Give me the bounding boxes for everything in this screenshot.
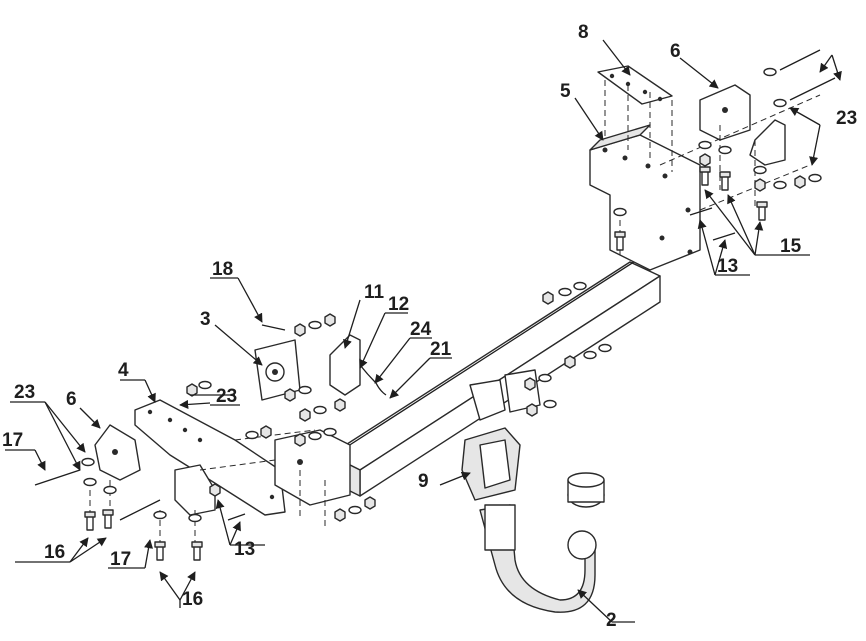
label-18: 18: [212, 259, 233, 280]
label-16-left: 16: [44, 542, 65, 563]
left-bracket-6: [94, 424, 141, 481]
label-6-right: 6: [670, 41, 681, 62]
ball-neck-2: [479, 472, 605, 613]
label-23-mid: 23: [216, 386, 237, 407]
label-6-left: 6: [66, 389, 77, 410]
label-13-left: 13: [234, 539, 255, 560]
left-side-arm: [134, 399, 286, 516]
left-end-plate: [274, 429, 351, 506]
label-12: 12: [388, 294, 409, 315]
label-4: 4: [118, 360, 129, 381]
callout-labels: 2 3 4 5 6 6 8 9 11 12 13 13 15 16 16 17 …: [2, 22, 857, 631]
label-5: 5: [560, 81, 571, 102]
left-bracket-lower: [174, 464, 216, 516]
label-17-left: 17: [2, 430, 23, 451]
right-bracket-23: [749, 119, 786, 166]
label-8: 8: [578, 22, 589, 43]
label-23-right: 23: [836, 108, 857, 129]
fasteners: [34, 49, 836, 561]
label-13-right: 13: [717, 256, 738, 277]
label-9: 9: [418, 471, 429, 492]
label-2: 2: [606, 610, 617, 631]
label-17-bottom: 17: [110, 549, 131, 570]
mount-block-9: [461, 427, 521, 501]
assembly-lines: [89, 80, 821, 555]
plate-8: [597, 65, 673, 105]
leader-lines: [5, 39, 842, 623]
label-3: 3: [200, 309, 211, 330]
label-23-left: 23: [14, 382, 35, 403]
label-11: 11: [364, 282, 385, 303]
right-side-arm: [589, 124, 701, 271]
socket-plate-11: [329, 334, 387, 396]
label-21: 21: [430, 339, 452, 360]
label-16-bottom: 16: [182, 589, 203, 610]
label-15: 15: [780, 236, 802, 257]
label-24: 24: [410, 319, 432, 340]
right-bracket-6: [699, 84, 751, 141]
electrical-bracket-3: [254, 339, 301, 401]
